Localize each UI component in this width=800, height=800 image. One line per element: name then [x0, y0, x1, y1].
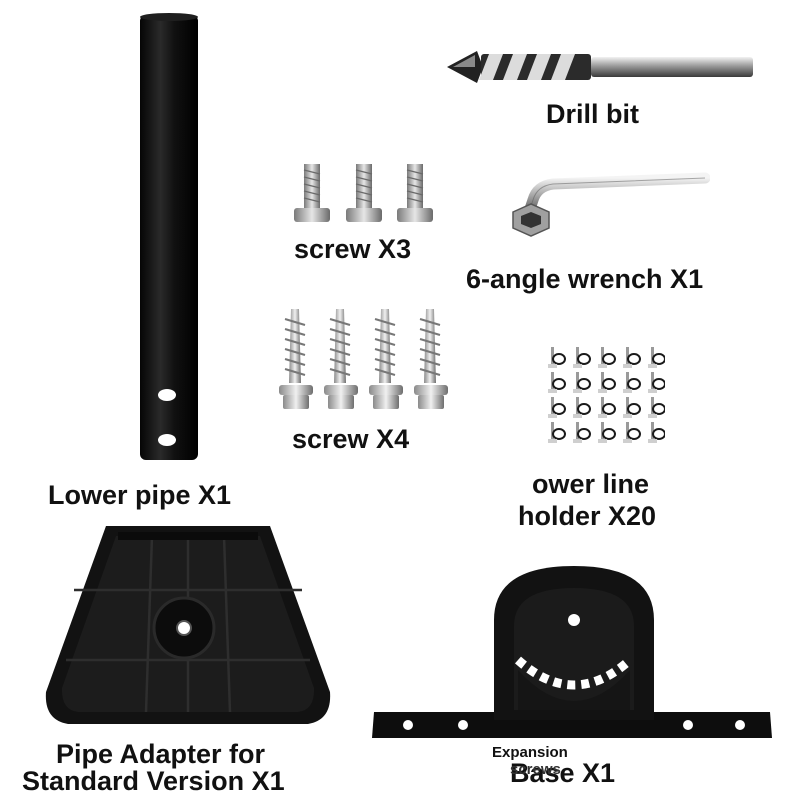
line-holder-clip	[573, 372, 591, 393]
bolt-3	[397, 164, 433, 222]
tap-screw-2	[324, 309, 358, 409]
drill-bit-label: Drill bit	[546, 99, 639, 129]
lower-pipe-label: Lower pipe X1	[48, 480, 232, 510]
wrench-image	[512, 172, 710, 237]
line-holder-clip	[548, 422, 566, 443]
line-holder-clip	[598, 397, 616, 418]
pipe-adapter-label-line1: Pipe Adapter for	[56, 739, 266, 769]
line-holder-clip	[598, 422, 616, 443]
line-holder-clip	[598, 347, 616, 368]
line-holder-label-line1: ower line	[532, 469, 650, 499]
line-holder-clip	[573, 397, 591, 418]
lower-pipe-image	[140, 13, 198, 460]
base-image	[372, 566, 772, 738]
wrench-label: 6-angle wrench X1	[466, 264, 704, 294]
line-holder-clip	[648, 397, 665, 418]
screw-x4-image	[279, 309, 448, 409]
line-holder-clip	[623, 422, 641, 443]
pipe-hole-lower	[158, 434, 176, 446]
line-holder-clip	[573, 347, 591, 368]
line-holder-clip	[548, 372, 566, 393]
line-holder-clip	[648, 372, 665, 393]
expansion-screws-label-line1: Expansion	[492, 744, 568, 761]
pipe-hole-upper	[158, 389, 176, 401]
line-holder-grid-image	[548, 347, 665, 443]
base-pivot-hole	[568, 614, 580, 626]
line-holder-clip	[623, 372, 641, 393]
tap-screw-1	[279, 309, 313, 409]
screw-x3-image	[294, 164, 433, 222]
line-holder-label-line2: holder X20	[518, 501, 657, 531]
pipe-adapter-image	[45, 526, 331, 724]
screw-x3-label: screw X3	[294, 234, 412, 264]
drill-bit-image	[447, 51, 753, 83]
pipe-adapter-label-line2: Standard Version X1	[22, 766, 285, 796]
line-holder-clip	[648, 347, 665, 368]
line-holder-clip	[548, 397, 566, 418]
line-holder-clip	[623, 397, 641, 418]
bolt-2	[346, 164, 382, 222]
line-holder-clip	[548, 347, 566, 368]
screw-x4-label: screw X4	[292, 424, 410, 454]
expansion-screws-label-line2: screws	[510, 761, 561, 778]
line-holder-clip	[623, 347, 641, 368]
line-holder-clip	[598, 372, 616, 393]
line-holder-clip	[573, 422, 591, 443]
bolt-1	[294, 164, 330, 222]
tap-screw-3	[369, 309, 403, 409]
tap-screw-4	[414, 309, 448, 409]
line-holder-clip	[648, 422, 665, 443]
base-label: Base X1	[510, 758, 616, 788]
